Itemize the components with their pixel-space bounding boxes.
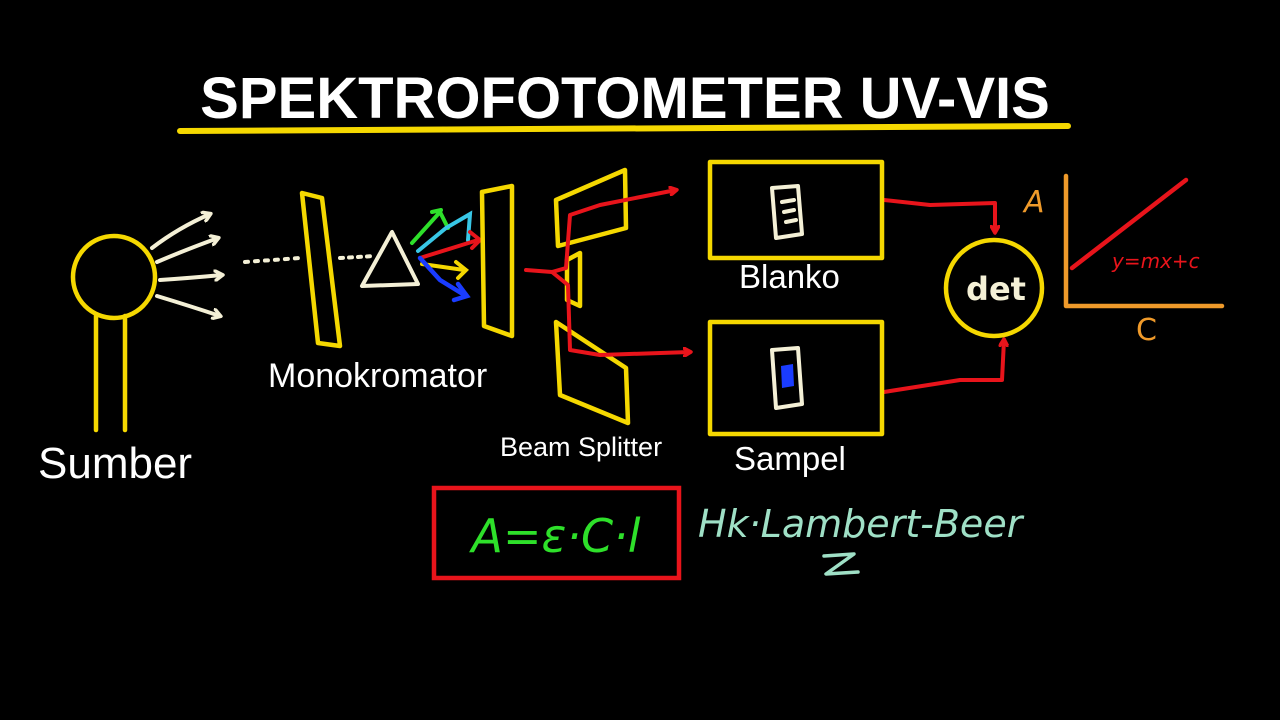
beam-blank-to-detector [882,198,995,232]
light-ray-2 [155,238,218,264]
prism [360,230,420,288]
beam-sample-to-detector [882,340,1004,394]
law-squiggle [822,552,860,576]
light-beams [524,190,1004,394]
monochromator-beam [338,254,377,260]
graph-line [1069,177,1189,271]
dotted-beam [243,256,302,264]
red-ray [418,230,483,260]
source-label: Sumber [38,439,192,488]
formula-box [431,485,682,581]
sample-box [707,319,885,437]
light-ray-3 [158,275,222,282]
page-title: SPEKTROFOTOMETER UV-VIS [200,66,1050,131]
formula: A=ε·C·l Hk·Lambert-Beer [431,485,1025,581]
blank-label: Blanko [739,258,840,295]
law-name: Hk·Lambert-Beer [698,502,1025,546]
title-underline [177,123,1071,134]
graph-equation: y=mx+c [1111,249,1200,273]
sample-cell [707,319,885,437]
splitter-upper-mirror [553,167,629,249]
calibration-graph: A C y=mx+c [1022,173,1225,348]
detector-circle [943,237,1045,339]
splitter-lower-mirror [553,319,631,426]
blue-ray [417,255,471,303]
graph-x-label: C [1136,313,1157,348]
lamp-bulb [70,233,158,321]
blank-box [707,159,885,261]
monochromator-slit [299,190,343,349]
cyan-ray [416,210,473,253]
dispersed-spectrum [410,208,483,303]
light-source [70,214,222,433]
graph-axes [1063,173,1225,309]
detector-label: det [966,270,1026,308]
light-ray-1 [150,214,210,250]
beam-to-sample [550,270,690,355]
blank-cuvette-icon [770,184,804,240]
exit-slit [479,183,515,339]
detector: det [943,237,1045,339]
beam-to-blank [550,190,676,274]
beer-lambert-equation: A=ε·C·l [468,509,640,563]
sample-label: Sampel [734,440,846,477]
graph-y-label: A [1022,185,1045,220]
blank-cell [707,159,885,261]
beam-into-splitter [524,268,554,274]
monochromator-label: Monokromator [268,357,487,395]
sample-cuvette-icon [770,346,804,410]
beam-splitter-label: Beam Splitter [500,432,662,462]
green-ray [410,208,450,245]
sample-solution [781,364,794,388]
light-ray-4 [155,294,220,316]
